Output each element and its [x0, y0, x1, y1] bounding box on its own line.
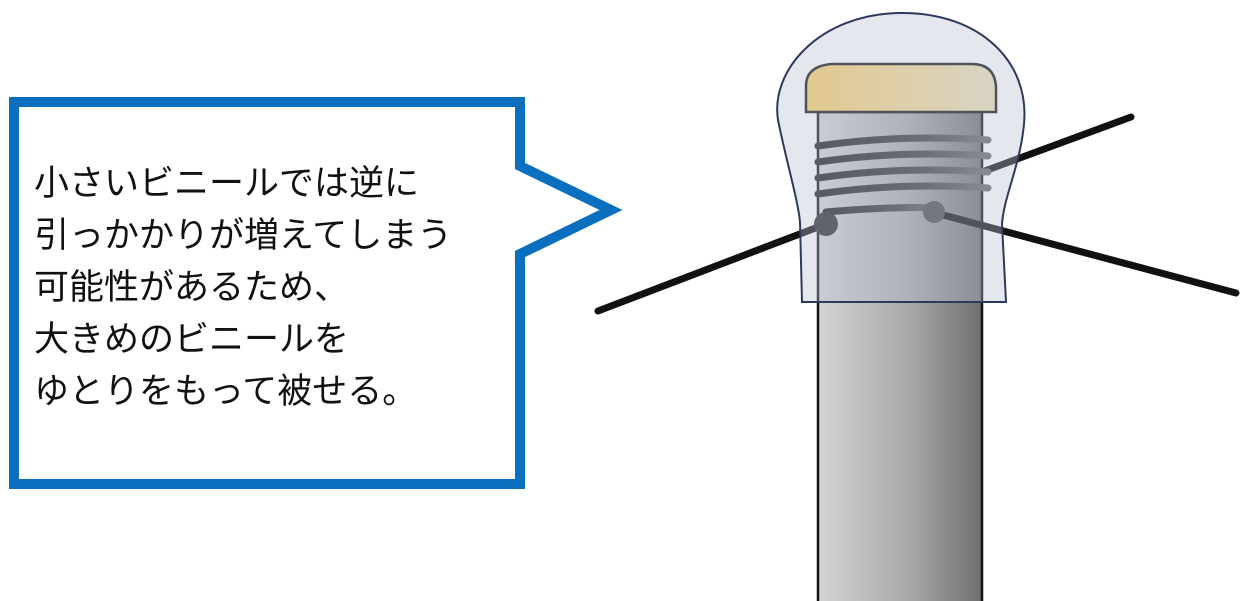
- callout-line-1: 小さいビニールでは逆に: [34, 164, 420, 204]
- callout-line-4: 大きめのビニールを: [34, 320, 350, 360]
- wire-left: [594, 220, 830, 315]
- wire-upper-right: [978, 113, 1135, 176]
- pole-cap: [804, 62, 998, 114]
- wire-right: [928, 208, 1240, 297]
- callout-line-3: 可能性があるため、: [34, 268, 350, 308]
- callout-line-2: 引っかかりが増えてしまう: [34, 216, 453, 256]
- wire-coil: [814, 134, 992, 216]
- insulator-knob-left: [814, 212, 838, 236]
- callout-text: 小さいビニールでは逆に 引っかかりが増えてしまう 可能性があるため、 大きめのビ…: [34, 158, 504, 418]
- callout-line-5: ゆとりをもって被せる。: [34, 372, 418, 412]
- vinyl-bag-cover: [776, 11, 1026, 303]
- insulator-knob-right: [923, 201, 945, 223]
- callout-bubble: [9, 97, 623, 489]
